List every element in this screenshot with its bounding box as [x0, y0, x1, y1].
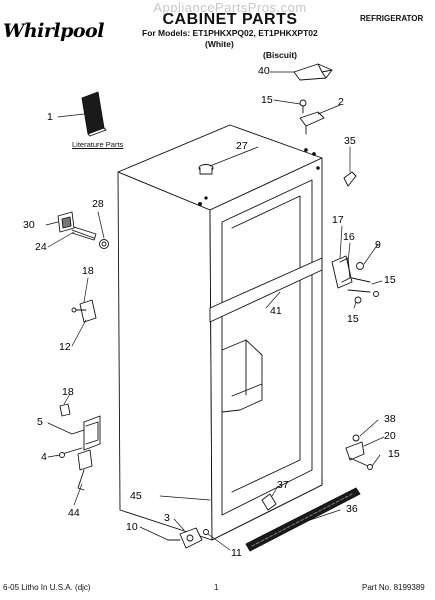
callout-5: 5	[37, 416, 43, 428]
models-line: For Models: ET1PHKXPQ02, ET1PHKXPT02	[142, 28, 318, 38]
color-white: (White)	[205, 39, 234, 49]
callout-20: 20	[384, 430, 396, 442]
callout-3: 3	[164, 512, 170, 524]
leader-lines	[45, 71, 385, 551]
callout-36: 36	[346, 503, 358, 515]
lower-left-bracket	[59, 403, 101, 491]
callout-44: 44	[68, 507, 80, 519]
cabinet-body	[117, 124, 323, 541]
top-plug	[198, 164, 214, 175]
callout-17: 17	[332, 214, 344, 226]
callout-11: 11	[231, 547, 242, 559]
center-hinge	[331, 255, 379, 304]
callout-30: 30	[23, 219, 35, 231]
callout-4: 4	[41, 451, 47, 463]
model-numbers: For Models: ET1PHKXPQ02, ET1PHKXPT02 (Wh…	[142, 28, 342, 61]
literature-parts-label: Literature Parts	[72, 140, 124, 149]
callout-12: 12	[59, 341, 71, 353]
toe-grille	[245, 487, 361, 552]
callout-15-bottom: 15	[388, 448, 400, 460]
footer-litho: 6-05 Litho In U.S.A. (djc)	[3, 583, 91, 592]
watermark: AppliancePartsPros.com	[153, 0, 307, 15]
callout-38: 38	[384, 413, 396, 425]
bottom-hinge	[345, 434, 373, 470]
front-roller	[167, 527, 209, 549]
callout-9: 9	[375, 239, 381, 251]
hinge-cover	[293, 63, 333, 81]
callout-24: 24	[35, 241, 47, 253]
whirlpool-logo: Whirlpool	[3, 20, 104, 42]
footer-part-number: Part No. 8199389	[362, 583, 425, 592]
footer-page-number: 1	[214, 583, 219, 592]
leveler-part	[343, 171, 357, 187]
callout-37: 37	[277, 479, 289, 491]
literature-booklet	[81, 91, 107, 137]
callout-1: 1	[47, 111, 53, 123]
callout-27: 27	[236, 140, 248, 152]
callout-18-upper: 18	[82, 265, 94, 277]
callout-45: 45	[130, 490, 142, 502]
middle-stop	[71, 299, 97, 323]
callout-10: 10	[126, 521, 138, 533]
callout-16: 16	[343, 231, 355, 243]
grille-clip	[261, 493, 277, 511]
callout-35: 35	[344, 135, 356, 147]
callout-18-lower: 18	[62, 386, 74, 398]
door-stop-parts	[57, 211, 109, 249]
callout-28: 28	[92, 198, 104, 210]
color-biscuit: (Biscuit)	[263, 50, 297, 60]
callout-40: 40	[258, 65, 270, 77]
callout-2: 2	[338, 96, 344, 108]
callout-15-right: 15	[384, 274, 396, 286]
callout-41: 41	[270, 305, 282, 317]
callout-15-top: 15	[261, 94, 273, 106]
callout-15-mid: 15	[347, 313, 359, 325]
category-label: REFRIGERATOR	[360, 14, 424, 23]
top-hinge	[299, 99, 325, 135]
page-title: CABINET PARTS	[162, 11, 298, 28]
